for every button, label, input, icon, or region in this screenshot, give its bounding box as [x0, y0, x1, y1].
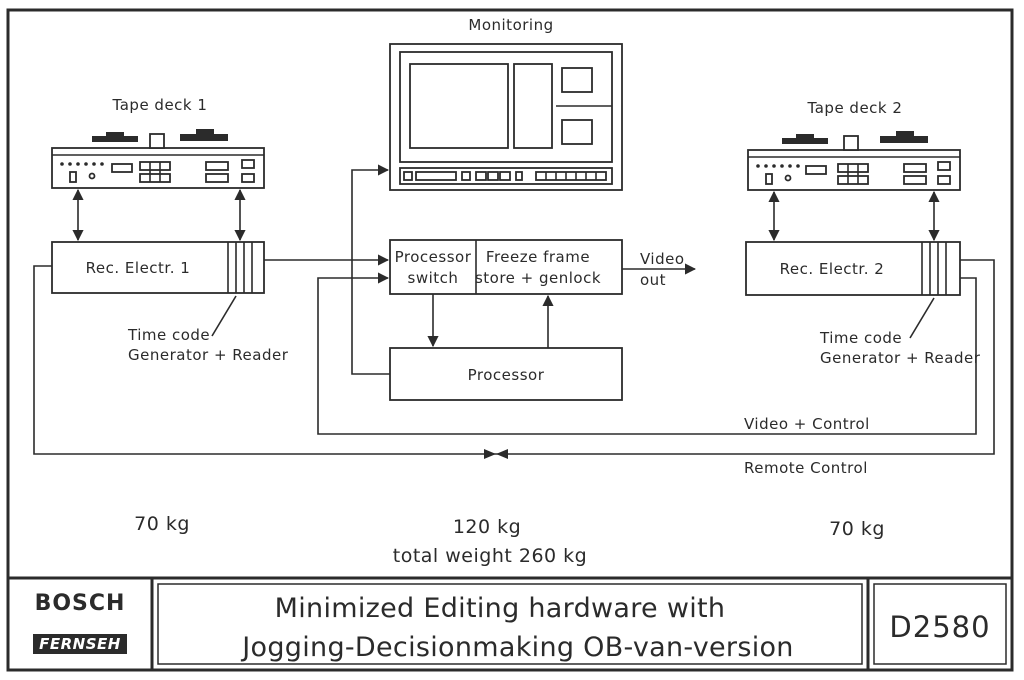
fernseh-logo: FERNSEH	[39, 635, 121, 653]
footer-code-box	[873, 583, 1007, 665]
remote-control-junction-icon	[484, 449, 508, 459]
freeze-frame-label-line1: Freeze frame	[486, 248, 590, 266]
weight-right: 70 kg	[829, 518, 885, 540]
monitoring-label: Monitoring	[468, 16, 553, 34]
video-control-label: Video + Control	[744, 415, 870, 433]
tape-deck-1-icon	[51, 129, 265, 189]
footer-title-line2: Jogging-Decisionmaking OB-van-version	[240, 632, 793, 663]
rec-electr-1-box	[51, 241, 265, 294]
time-code-2-leader	[909, 297, 935, 339]
time-code-1-label-line1: Time code	[127, 326, 210, 344]
fernseh-logo-badge	[33, 634, 127, 654]
rec-electr-2-box	[745, 241, 961, 296]
remote-control-line	[33, 259, 995, 455]
tape-deck-2-label: Tape deck 2	[807, 99, 903, 117]
freeze-frame-label-line2: store + genlock	[475, 269, 601, 287]
weight-left: 70 kg	[134, 513, 190, 535]
outer-border	[6, 8, 1014, 672]
bosch-logo: BOSCH	[35, 591, 126, 616]
remote-control-label: Remote Control	[744, 459, 868, 477]
footer-title-box	[157, 583, 863, 665]
tape-deck-1-label: Tape deck 1	[112, 96, 208, 114]
footer-code: D2580	[889, 610, 990, 644]
video-out-label-line1: Video	[640, 250, 685, 268]
processor-switch-label-line1: Processor	[395, 248, 472, 266]
rec-electr-1-label: Rec. Electr. 1	[86, 259, 191, 277]
processor-box	[389, 347, 623, 401]
time-code-1-leader	[211, 295, 237, 337]
video-control-line	[317, 272, 977, 435]
time-code-1-label-line2: Generator + Reader	[128, 346, 289, 364]
processor-label: Processor	[468, 366, 545, 384]
processor-switch-label-line2: switch	[408, 269, 459, 287]
rec-electr-2-label: Rec. Electr. 2	[780, 260, 885, 278]
tape-deck-2-icon	[747, 131, 961, 191]
processor-switch-box	[389, 239, 623, 295]
time-code-2-label-line1: Time code	[819, 329, 902, 347]
footer-title-line1: Minimized Editing hardware with	[275, 593, 726, 624]
time-code-2-label-line2: Generator + Reader	[820, 349, 981, 367]
processor-to-monitor-line	[351, 164, 390, 375]
video-out-label-line2: out	[640, 271, 666, 289]
weight-center: 120 kg	[453, 516, 521, 538]
total-weight: total weight 260 kg	[393, 545, 587, 567]
monitor-icon	[389, 43, 623, 191]
